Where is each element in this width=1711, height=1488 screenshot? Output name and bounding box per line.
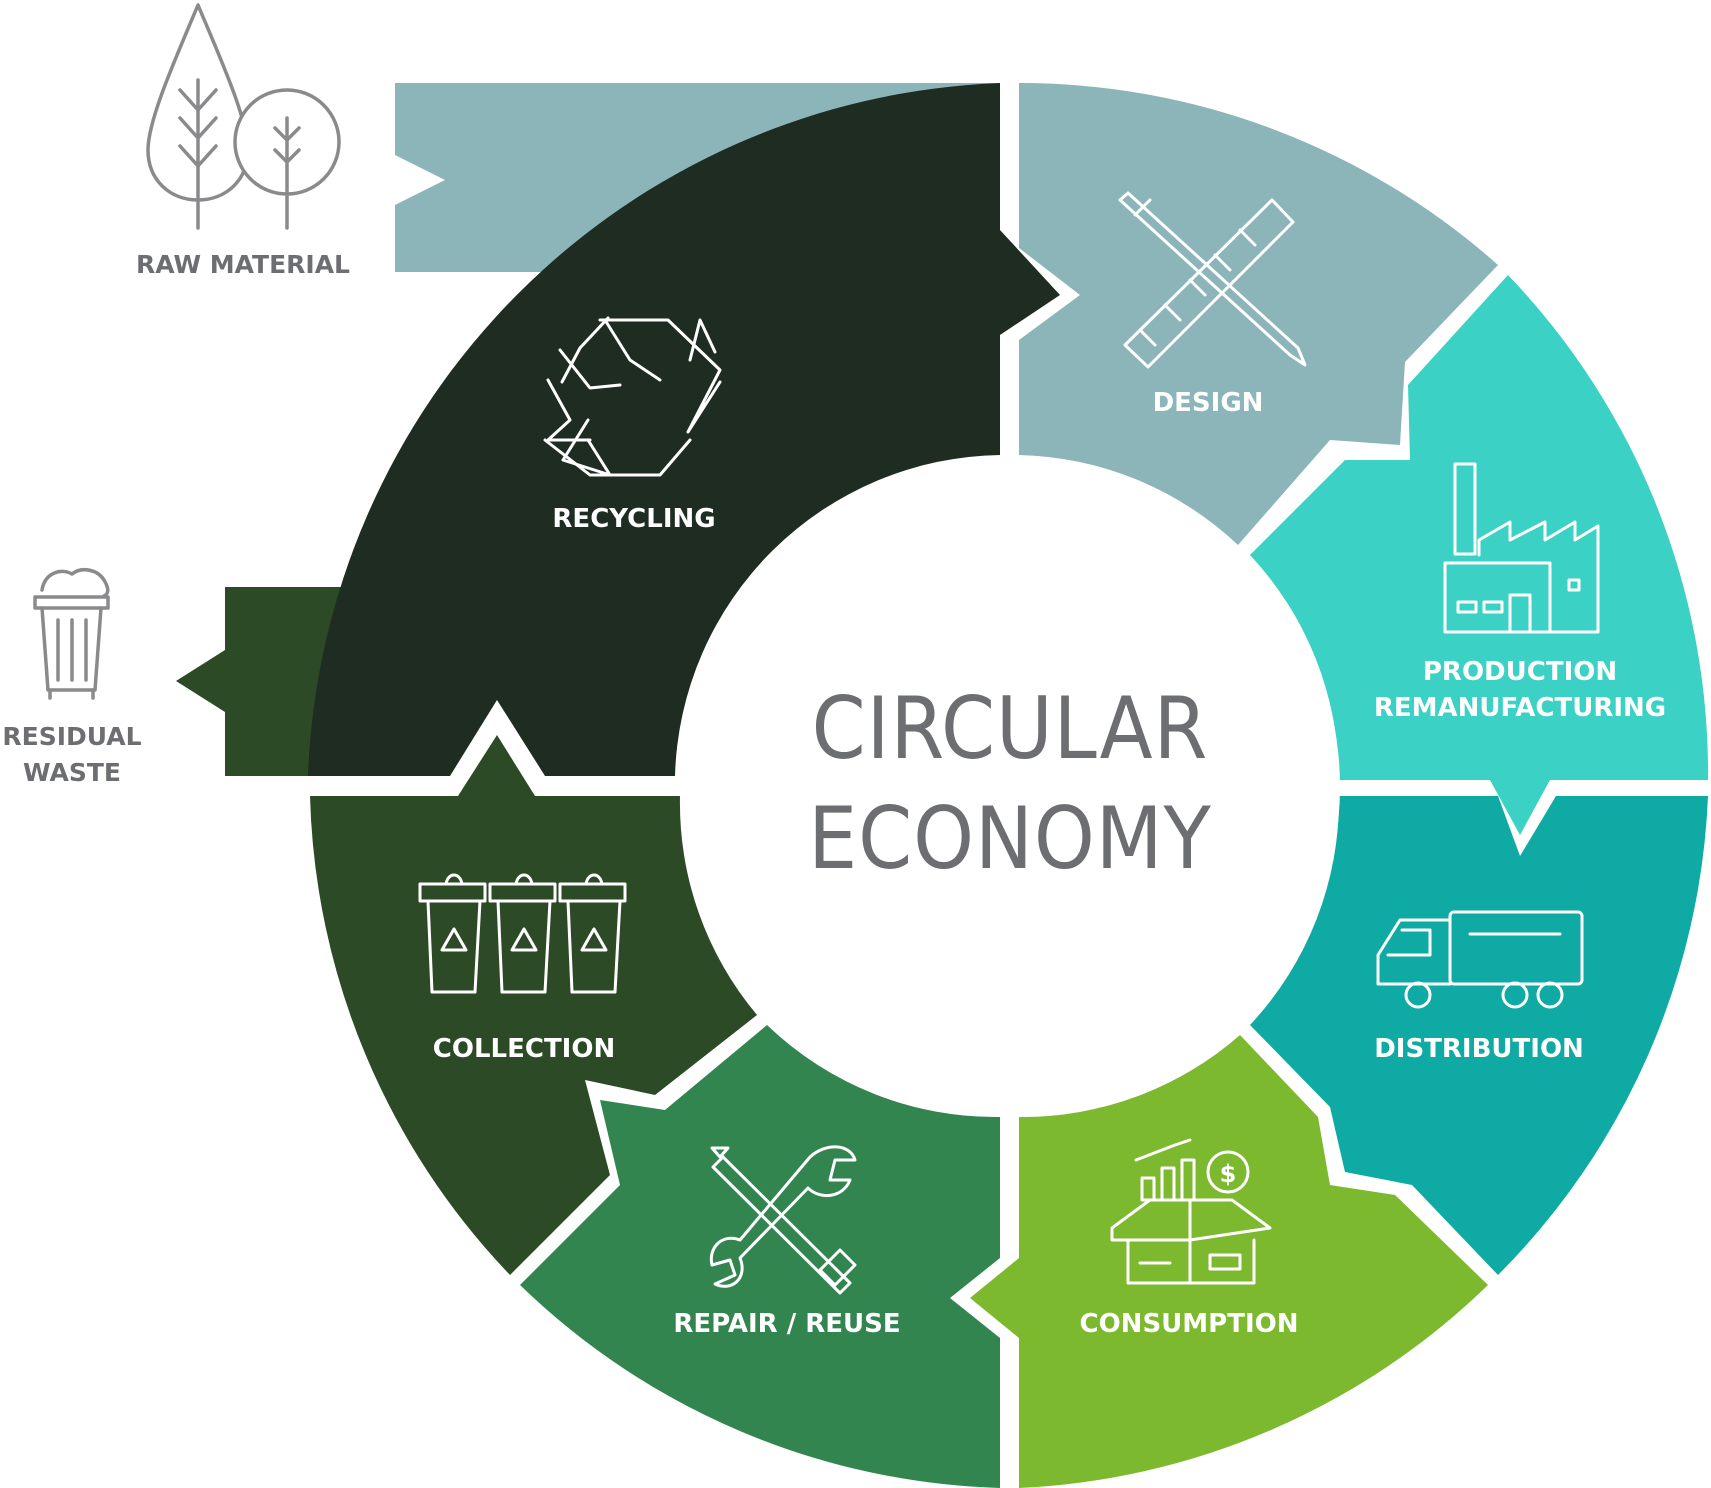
consumption-label: CONSUMPTION	[1080, 1309, 1299, 1339]
production-label-line2: REMANUFACTURING	[1374, 693, 1666, 723]
truck-icon	[1376, 910, 1584, 1009]
segment-recycling	[308, 83, 1060, 776]
segment-collection	[310, 735, 757, 1275]
center-title-line2: ECONOMY	[808, 789, 1212, 889]
segment-consumption	[970, 1035, 1488, 1488]
distribution-label: DISTRIBUTION	[1374, 1034, 1584, 1064]
residual-waste-label-line1: RESIDUAL	[2, 722, 141, 751]
pencil-ruler-icon	[1118, 191, 1307, 369]
segment-distribution	[1250, 796, 1708, 1275]
recycle-icon	[543, 316, 722, 477]
bins-icon	[418, 873, 627, 994]
shopping-box-icon: $	[1110, 1138, 1272, 1285]
production-label-line1: PRODUCTION	[1423, 657, 1617, 687]
svg-text:$: $	[1220, 1160, 1237, 1188]
trash-can-icon	[33, 568, 110, 700]
center-title-line1: CIRCULAR	[812, 679, 1209, 779]
tools-icon	[709, 1145, 857, 1295]
segment-repair	[520, 1025, 1000, 1488]
collection-label: COLLECTION	[433, 1034, 615, 1064]
repair-label: REPAIR / REUSE	[673, 1309, 900, 1339]
factory-icon	[1443, 462, 1600, 634]
recycling-label: RECYCLING	[552, 504, 715, 534]
raw-material-label: RAW MATERIAL	[136, 250, 350, 279]
residual-waste-label-line2: WASTE	[23, 758, 121, 787]
design-label: DESIGN	[1153, 388, 1264, 418]
trees-icon	[146, 3, 341, 230]
center-hub	[680, 457, 1340, 1117]
